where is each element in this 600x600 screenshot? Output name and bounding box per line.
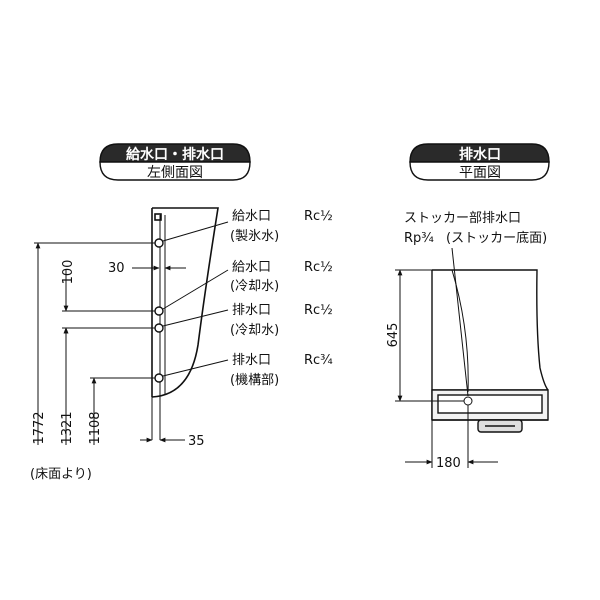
port-1-name: 給水口	[232, 209, 271, 224]
right-port-name: ストッカー部排水口	[404, 211, 521, 226]
left-dimension-labels: 100 30 35 1772 1321 1108 (床面より)	[30, 260, 205, 482]
right-port-marker	[463, 396, 473, 406]
dim-1321: 1321	[60, 411, 75, 444]
dim-645: 645	[386, 323, 401, 348]
dim-100: 100	[61, 260, 76, 285]
port-3-size: Rc½	[304, 303, 333, 318]
left-port-markers	[154, 238, 164, 383]
port-marker-4	[154, 373, 164, 383]
right-view: 排水口 平面図 ストッカー部排水口 Rp¾ (ストッカー底面)	[386, 143, 550, 471]
port-1-size: Rc½	[304, 209, 333, 224]
port-4-name: 排水口	[232, 353, 271, 368]
dim-35: 35	[188, 434, 205, 449]
dim-1108: 1108	[88, 411, 103, 444]
left-port-labels: 給水口 Rc½ (製氷水) 給水口 Rc½ (冷却水) 排水口 Rc½ (冷却水…	[230, 209, 333, 388]
port-2-name: 給水口	[232, 260, 271, 275]
port-2-note: (冷却水)	[230, 279, 279, 294]
right-dimensions	[395, 269, 498, 468]
dim-180: 180	[436, 456, 461, 471]
port-2-size: Rc½	[304, 260, 333, 275]
port-4-size: Rc¾	[304, 353, 333, 368]
right-dimension-labels: 645 180	[386, 323, 461, 471]
left-leaders	[162, 221, 229, 377]
floor-note: (床面より)	[30, 467, 92, 482]
port-marker-3	[154, 323, 164, 333]
port-marker-2	[154, 306, 164, 316]
left-header-subtitle: 左側面図	[147, 165, 203, 181]
right-header-title: 排水口	[459, 146, 501, 163]
port-marker-1	[154, 238, 164, 248]
left-header: 給水口・排水口 左側面図	[99, 143, 251, 181]
dim-1772: 1772	[32, 411, 47, 444]
port-3-note: (冷却水)	[230, 323, 279, 338]
right-header-subtitle: 平面図	[459, 165, 501, 181]
right-port-size: Rp¾	[404, 231, 434, 246]
left-view: 給水口・排水口 左側面図 給水口 Rc½	[30, 143, 333, 482]
left-side-body	[151, 207, 219, 440]
right-port-label: ストッカー部排水口 Rp¾ (ストッカー底面)	[404, 211, 547, 246]
dim-30: 30	[108, 261, 125, 276]
right-header: 排水口 平面図	[409, 143, 550, 181]
port-3-name: 排水口	[232, 303, 271, 318]
port-1-note: (製氷水)	[230, 229, 279, 244]
right-plan-body	[431, 269, 549, 433]
left-dimensions	[34, 242, 186, 445]
port-4-note: (機構部)	[230, 373, 279, 388]
right-port-note: (ストッカー底面)	[446, 230, 547, 246]
right-leader	[451, 247, 473, 406]
left-header-title: 給水口・排水口	[126, 146, 224, 163]
